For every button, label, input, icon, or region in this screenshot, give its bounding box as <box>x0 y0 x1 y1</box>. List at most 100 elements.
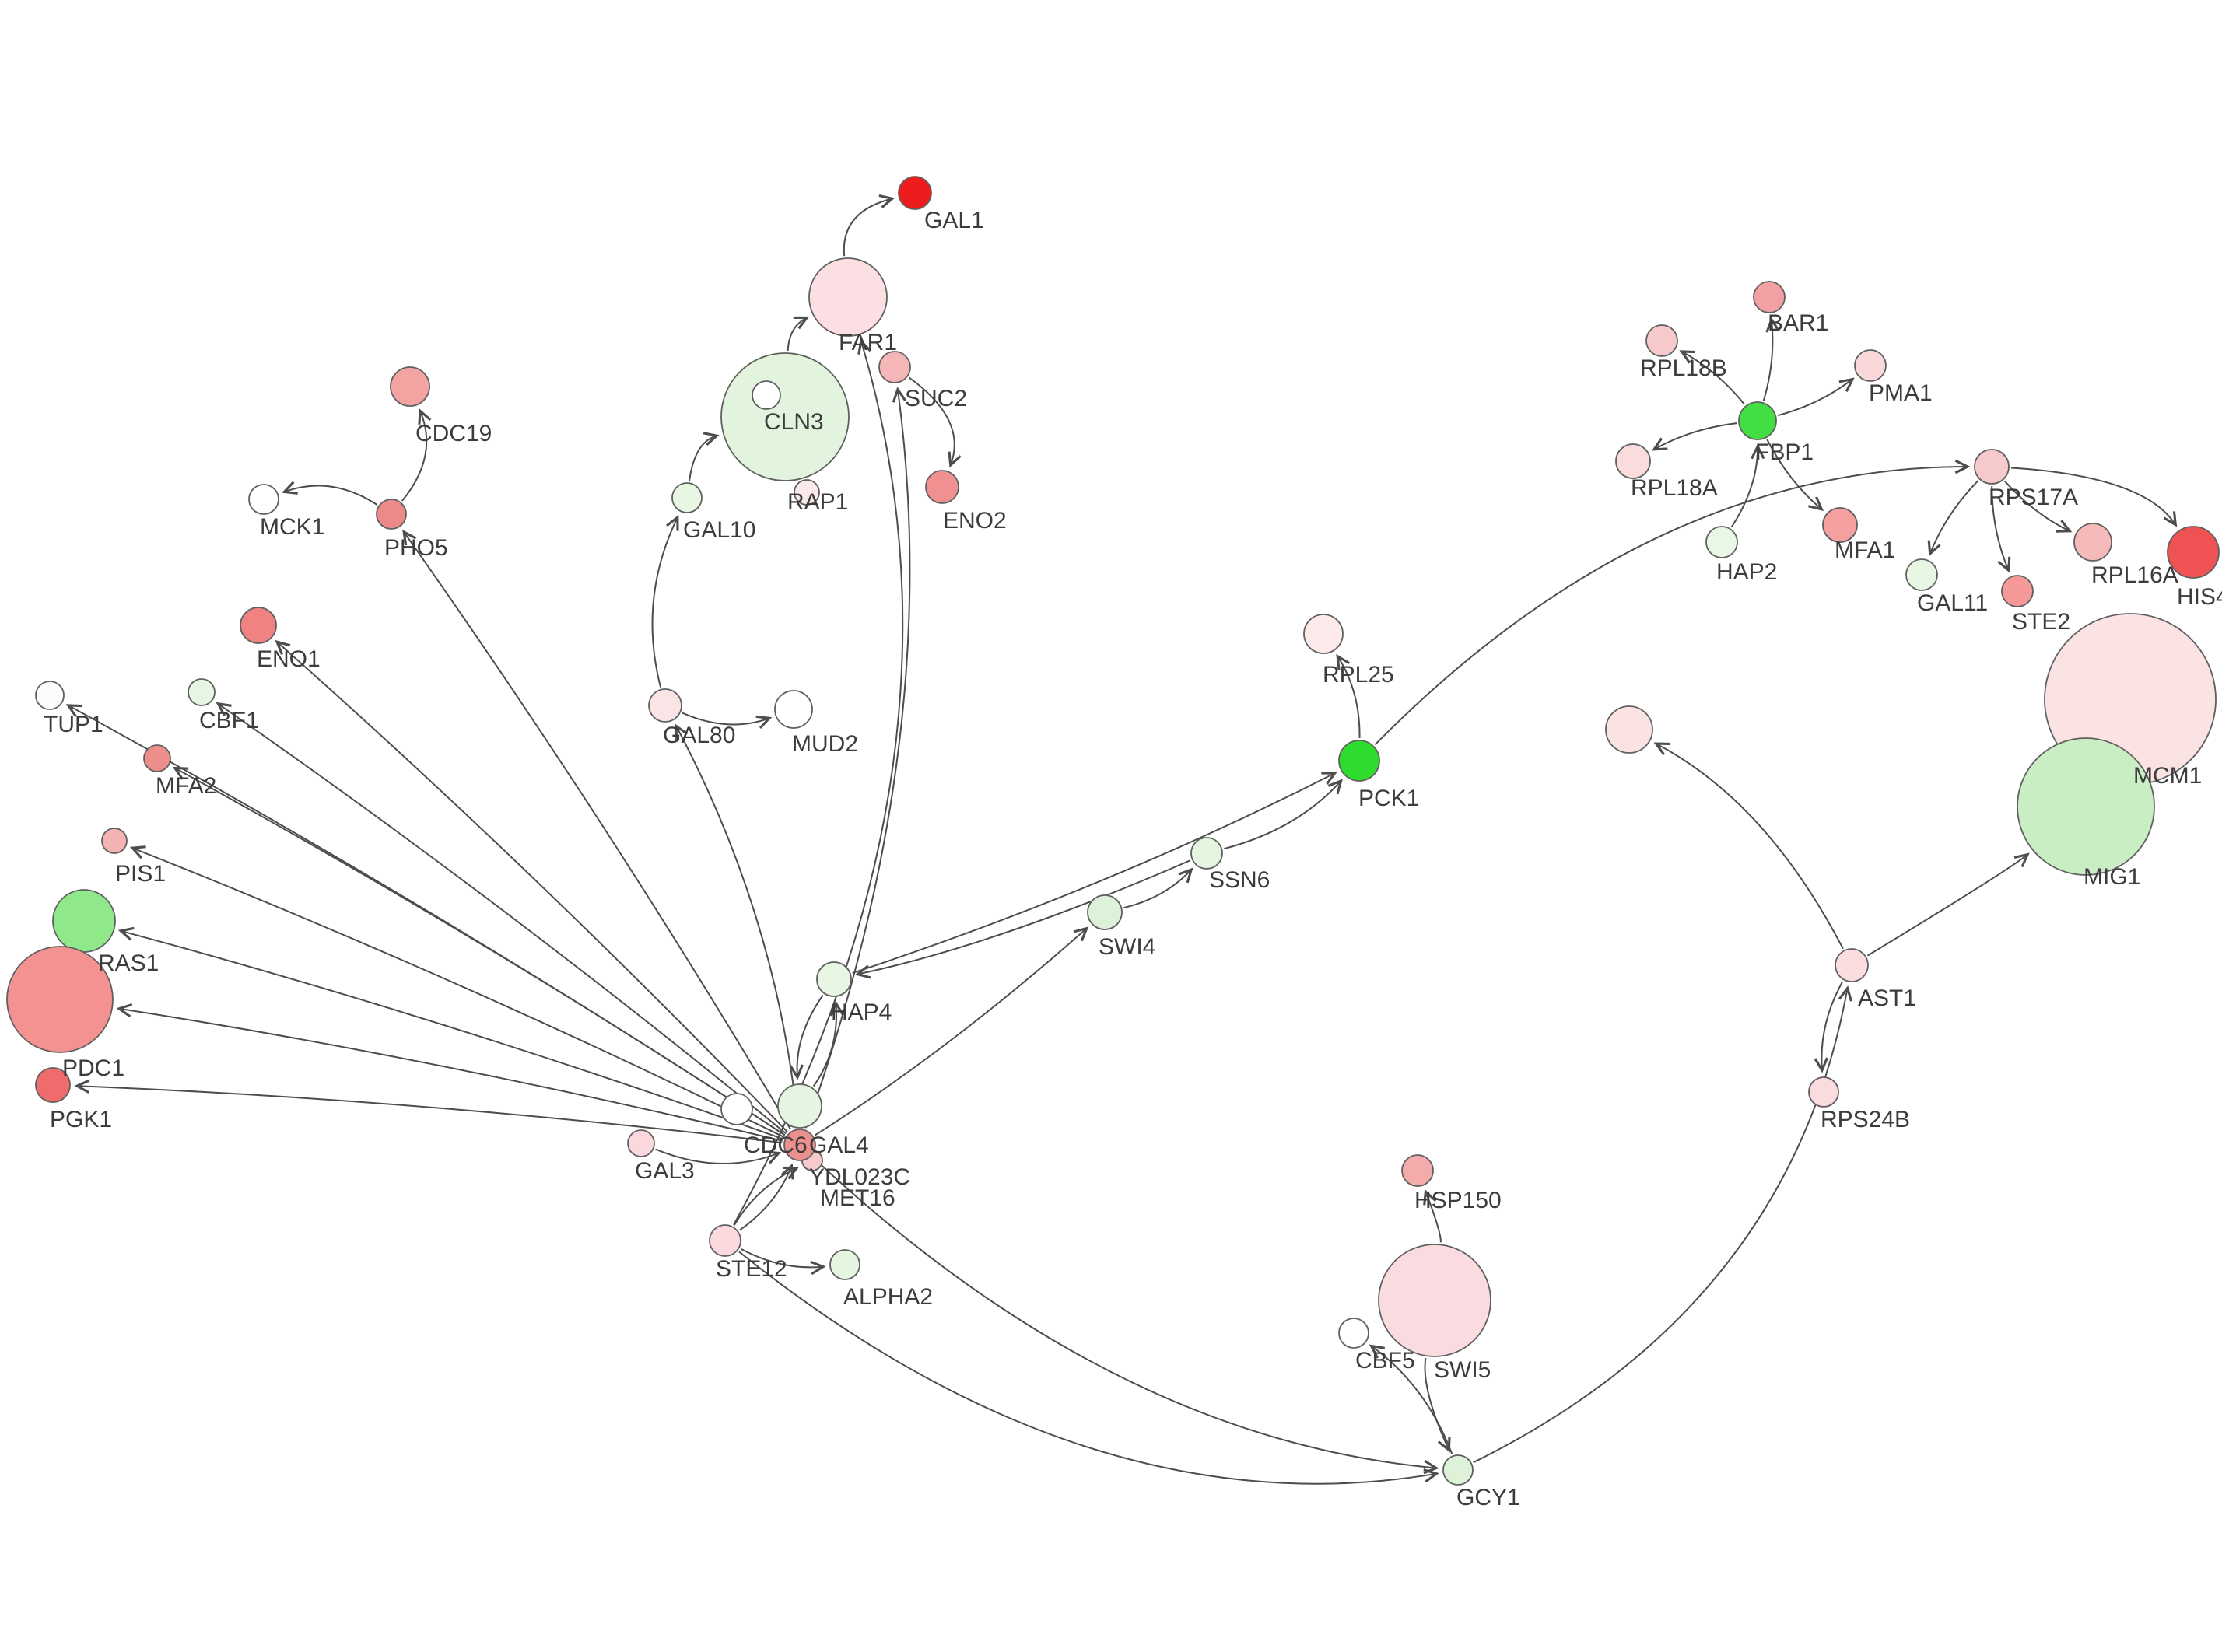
node-rps17a[interactable] <box>1974 449 2010 485</box>
edge-gal4-pho5[interactable] <box>402 530 792 1130</box>
node-eno1[interactable] <box>240 607 277 644</box>
edge-gal4-cbf1[interactable] <box>216 702 787 1135</box>
node-pho5[interactable] <box>376 499 407 530</box>
edge-rps17a-rpl16a[interactable] <box>2003 480 2073 533</box>
edge-ste12-alpha2[interactable] <box>740 1248 826 1276</box>
edge-gal4-gal80[interactable] <box>675 723 799 1128</box>
edge-ydl023c-hap4[interactable] <box>812 1000 844 1087</box>
edge-pho5-mck1[interactable] <box>282 481 378 506</box>
edge-fbp1-mfa1[interactable] <box>1766 439 1824 512</box>
edge-fbp1-rpl18b[interactable] <box>1679 350 1745 405</box>
edge-pck1-rps17a[interactable] <box>1374 459 1971 746</box>
node-gal80[interactable] <box>648 688 682 723</box>
edge-gal4-ras1[interactable] <box>117 926 783 1140</box>
node-eno2[interactable] <box>925 470 959 504</box>
edge-hap2-fbp1[interactable] <box>1730 443 1765 528</box>
edge-far1-gal1[interactable] <box>843 194 895 257</box>
node-tup1[interactable] <box>35 681 65 710</box>
node-pdc1[interactable] <box>6 946 114 1053</box>
edge-gal4-gcy1[interactable] <box>812 1157 1439 1475</box>
node-ydl023c[interactable] <box>777 1083 822 1129</box>
edge-hap4-ydl023c[interactable] <box>789 994 824 1080</box>
node-rpl25[interactable] <box>1303 614 1344 654</box>
node-ssn6[interactable] <box>1190 837 1223 870</box>
edge-gal80-mud2[interactable] <box>682 712 773 730</box>
edge-gal80-gal10[interactable] <box>651 515 679 688</box>
node-node-a[interactable] <box>752 380 781 410</box>
edge-swi5-gcy1[interactable] <box>1424 1357 1451 1453</box>
node-node-b[interactable] <box>1605 705 1653 754</box>
edge-hap4-pck1[interactable] <box>852 772 1337 975</box>
node-pis1[interactable] <box>101 828 128 854</box>
node-hap2[interactable] <box>1705 526 1738 558</box>
node-ras1[interactable] <box>52 889 116 953</box>
edge-fbp1-bar1[interactable] <box>1762 317 1780 401</box>
node-gcy1[interactable] <box>1442 1454 1474 1486</box>
node-gal10[interactable] <box>671 482 703 513</box>
node-rap1[interactable] <box>794 479 820 506</box>
node-rpl16a[interactable] <box>2073 523 2112 562</box>
node-rps24b[interactable] <box>1808 1076 1839 1108</box>
edge-pck1-rpl25[interactable] <box>1336 653 1361 739</box>
node-swi4[interactable] <box>1087 894 1123 930</box>
edge-rps17a-gal11[interactable] <box>1927 480 1979 557</box>
node-gal11[interactable] <box>1905 558 1938 591</box>
node-pck1[interactable] <box>1338 740 1380 782</box>
edge-gal4-pgk1[interactable] <box>74 1079 783 1144</box>
node-suc2[interactable] <box>878 351 911 383</box>
node-ste12[interactable] <box>709 1224 741 1257</box>
edge-swi4-ssn6[interactable] <box>1123 867 1193 909</box>
node-bar1[interactable] <box>1753 281 1786 313</box>
node-cdc6[interactable] <box>720 1093 753 1125</box>
node-gal1[interactable] <box>898 176 932 210</box>
edge-rps17a-ste2[interactable] <box>1991 485 2011 573</box>
node-mud2[interactable] <box>774 690 813 729</box>
edge-ast1-mig1[interactable] <box>1866 852 2030 957</box>
edge-gal4-tup1[interactable] <box>65 704 786 1136</box>
edge-fbp1-rpl18a[interactable] <box>1651 422 1737 451</box>
edge-cln3-far1[interactable] <box>787 316 810 352</box>
edge-ast1-node-b[interactable] <box>1653 742 1844 950</box>
node-cbf1[interactable] <box>188 678 216 706</box>
edge-pho5-cdc19[interactable] <box>401 408 432 502</box>
edge-ssn6-pck1[interactable] <box>1224 779 1343 850</box>
node-ste2[interactable] <box>2001 575 2034 607</box>
edge-gal3-gal4[interactable] <box>655 1148 782 1165</box>
node-cdc19[interactable] <box>390 366 430 407</box>
node-cbf5[interactable] <box>1338 1318 1369 1349</box>
node-rpl18b[interactable] <box>1645 324 1678 357</box>
edge-suc2-eno2[interactable] <box>909 376 962 468</box>
node-fbp1[interactable] <box>1738 401 1777 440</box>
node-pma1[interactable] <box>1854 349 1887 382</box>
edge-gal4-eno1[interactable] <box>275 639 788 1133</box>
node-far1[interactable] <box>808 257 888 337</box>
edge-ssn6-hap4[interactable] <box>854 859 1191 979</box>
node-hap4[interactable] <box>816 961 852 997</box>
edge-rps17a-his4[interactable] <box>2010 467 2178 527</box>
node-rpl18a[interactable] <box>1615 443 1651 479</box>
node-mfa2[interactable] <box>143 744 171 772</box>
node-pgk1[interactable] <box>35 1067 71 1103</box>
edge-gal4-pdc1[interactable] <box>116 1003 783 1142</box>
node-mig1[interactable] <box>2017 737 2155 876</box>
edge-gal10-cln3[interactable] <box>689 432 720 481</box>
node-his4[interactable] <box>2167 526 2220 579</box>
node-mck1[interactable] <box>248 484 279 515</box>
node-gal3[interactable] <box>627 1129 655 1157</box>
edge-gcy1-cbf5[interactable] <box>1369 1344 1453 1454</box>
node-ast1[interactable] <box>1835 948 1869 982</box>
edge-gal4-mfa2[interactable] <box>172 766 786 1136</box>
edge-ast1-rps24b[interactable] <box>1814 981 1844 1073</box>
edge-ste12-gcy1[interactable] <box>738 1251 1439 1485</box>
node-gal4[interactable] <box>783 1129 816 1161</box>
node-alpha2[interactable] <box>829 1249 860 1280</box>
edge-gal4-swi4[interactable] <box>814 926 1089 1136</box>
edge-swi5-hsp150[interactable] <box>1423 1188 1442 1243</box>
edge-fbp1-pma1[interactable] <box>1777 377 1855 417</box>
node-cln3[interactable] <box>720 352 850 481</box>
node-mfa1[interactable] <box>1822 507 1858 543</box>
node-swi5[interactable] <box>1378 1244 1491 1357</box>
edge-ste12-met16[interactable] <box>733 1166 800 1226</box>
edge-gcy1-ast1[interactable] <box>1473 985 1852 1464</box>
node-hsp150[interactable] <box>1401 1154 1434 1187</box>
